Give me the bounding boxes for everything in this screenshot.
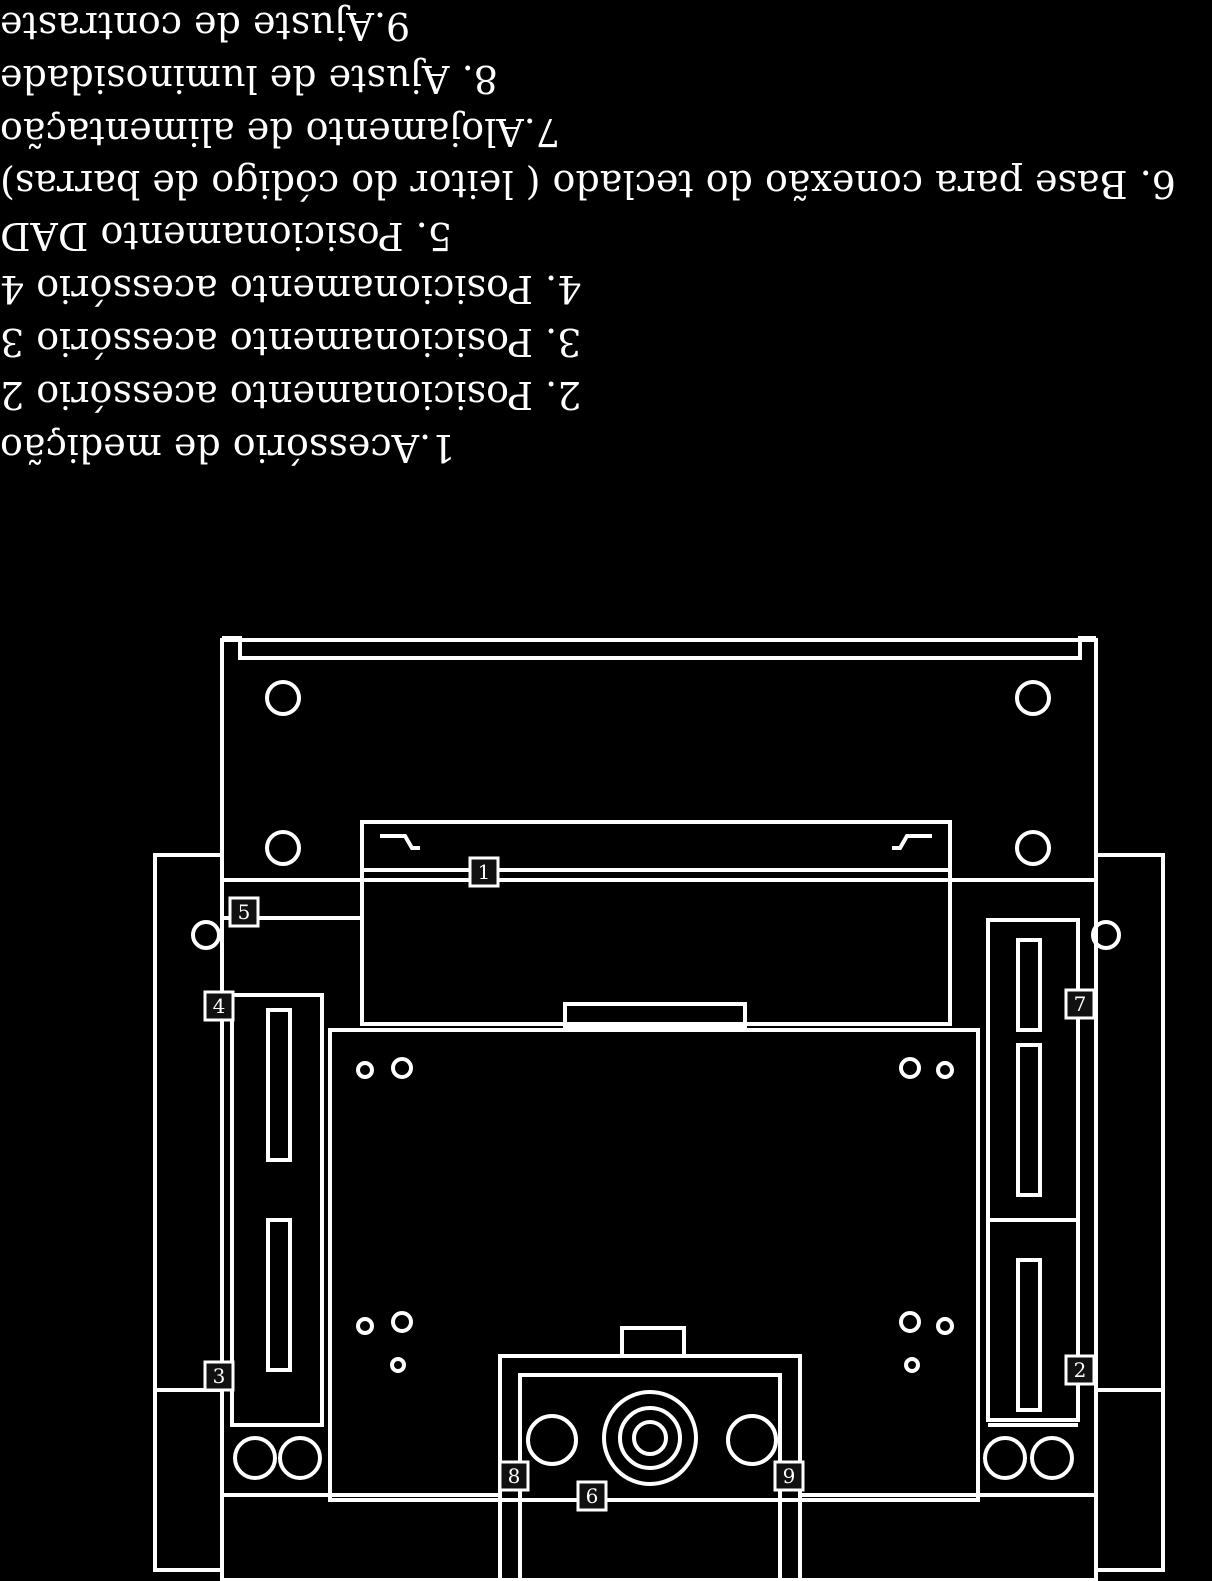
keyboard-connector: [602, 1390, 698, 1486]
svg-text:6: 6: [586, 1484, 599, 1508]
right-wing: [1096, 853, 1165, 1572]
left-wing: [153, 853, 222, 1572]
svg-text:8: 8: [508, 1464, 521, 1488]
callout-1: 1: [468, 856, 500, 888]
callout-6: 6: [576, 1480, 608, 1512]
legend-item-1: 1.Acessório de medição: [0, 426, 456, 470]
svg-text:4: 4: [213, 994, 226, 1018]
lower-body: [220, 880, 1098, 1581]
mount-hole: [265, 830, 301, 866]
svg-text:2: 2: [1074, 1358, 1087, 1382]
upper-body: [220, 638, 1098, 882]
callout-5: 5: [228, 896, 260, 928]
dad-knob-right: [1091, 920, 1121, 950]
power-housing: [360, 820, 952, 1026]
callout-9: 9: [773, 1460, 805, 1492]
svg-text:3: 3: [213, 1364, 226, 1388]
central-panel: [328, 1028, 980, 1502]
contrast-knob: [726, 1414, 778, 1466]
mount-hole: [265, 680, 301, 716]
right-channel: [986, 918, 1080, 1422]
legend-item-3: 3. Posicionamento acessório 3: [0, 320, 582, 364]
svg-text:1: 1: [478, 860, 491, 884]
dad-knob-left: [191, 920, 221, 950]
legend-item-5: 5. Posicionamento DAD: [0, 214, 452, 258]
legend-item-6: 6. Base para conexão do teclado ( leitor…: [0, 162, 1176, 206]
keyboard-base: [620, 1326, 686, 1358]
mount-hole: [1015, 680, 1051, 716]
callout-8: 8: [498, 1460, 530, 1492]
callout-2: 2: [1064, 1354, 1096, 1386]
legend-item-8: 8. Ajuste de luminosidade: [0, 57, 498, 101]
callout-7: 7: [1064, 988, 1096, 1020]
mount-hole: [1015, 830, 1051, 866]
callout-4: 4: [203, 990, 235, 1022]
callout-labels: 1 5 4 3 2 8 6 9 7: [203, 856, 1096, 1512]
callout-3: 3: [203, 1360, 235, 1392]
legend-item-4: 4. Posicionamento acessório 4: [0, 267, 582, 311]
legend: 9.Ajuste de contraste 8. Ajuste de lumin…: [0, 0, 1212, 470]
legend-item-9: 9.Ajuste de contraste: [0, 4, 411, 48]
device-diagram: 1 5 4 3 2 8 6 9 7: [153, 636, 1165, 1581]
svg-text:7: 7: [1074, 992, 1087, 1016]
legend-item-7: 7.Alojamento de alimentação: [0, 110, 560, 154]
svg-text:9: 9: [783, 1464, 796, 1488]
brightness-knob: [526, 1414, 578, 1466]
svg-text:5: 5: [238, 900, 251, 924]
left-channel: [230, 993, 324, 1427]
legend-item-2: 2. Posicionamento acessório 2: [0, 373, 582, 417]
